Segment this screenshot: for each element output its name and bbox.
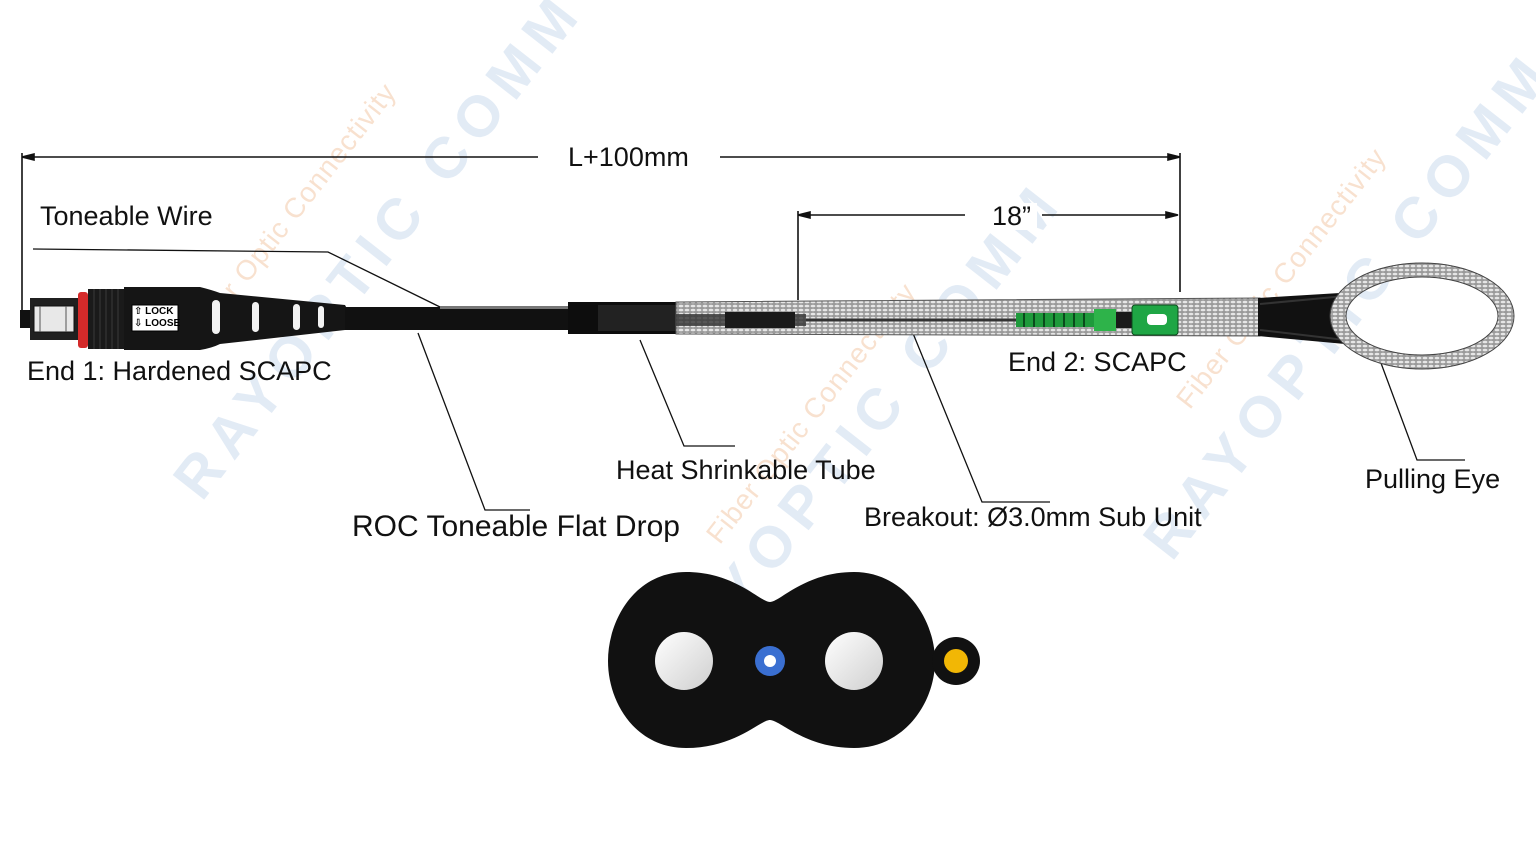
dimension-overall <box>21 152 1181 322</box>
leader-lines <box>32 248 1465 511</box>
label-heat-shrink: Heat Shrinkable Tube <box>616 455 876 485</box>
label-breakout: Breakout: Ø3.0mm Sub Unit <box>864 502 1202 532</box>
pulling-eye <box>1258 262 1515 370</box>
toneable-wire <box>440 306 600 309</box>
label-flat-drop: ROC Toneable Flat Drop <box>352 510 680 543</box>
label-toneable-wire: Toneable Wire <box>40 201 213 231</box>
dimension-breakout-label: 18” <box>986 203 1038 230</box>
cable-cross-section <box>608 572 980 748</box>
seal-ring <box>78 292 88 348</box>
strength-member-left <box>655 632 713 690</box>
connector-lock-text: ⇧ LOCK <box>134 306 174 317</box>
dimension-overall-label: L+100mm <box>562 144 695 171</box>
label-end1: End 1: Hardened SCAPC <box>27 356 332 386</box>
strength-member-right <box>825 632 883 690</box>
connector-loose-text: ⇩ LOOSE <box>134 318 181 329</box>
sc-connector <box>1016 304 1179 336</box>
label-end2: End 2: SCAPC <box>1008 347 1187 377</box>
label-pulling-eye: Pulling Eye <box>1365 464 1501 494</box>
flat-drop-cable <box>345 307 570 330</box>
hardened-connector <box>20 287 349 350</box>
dimension-breakout <box>797 210 1179 300</box>
